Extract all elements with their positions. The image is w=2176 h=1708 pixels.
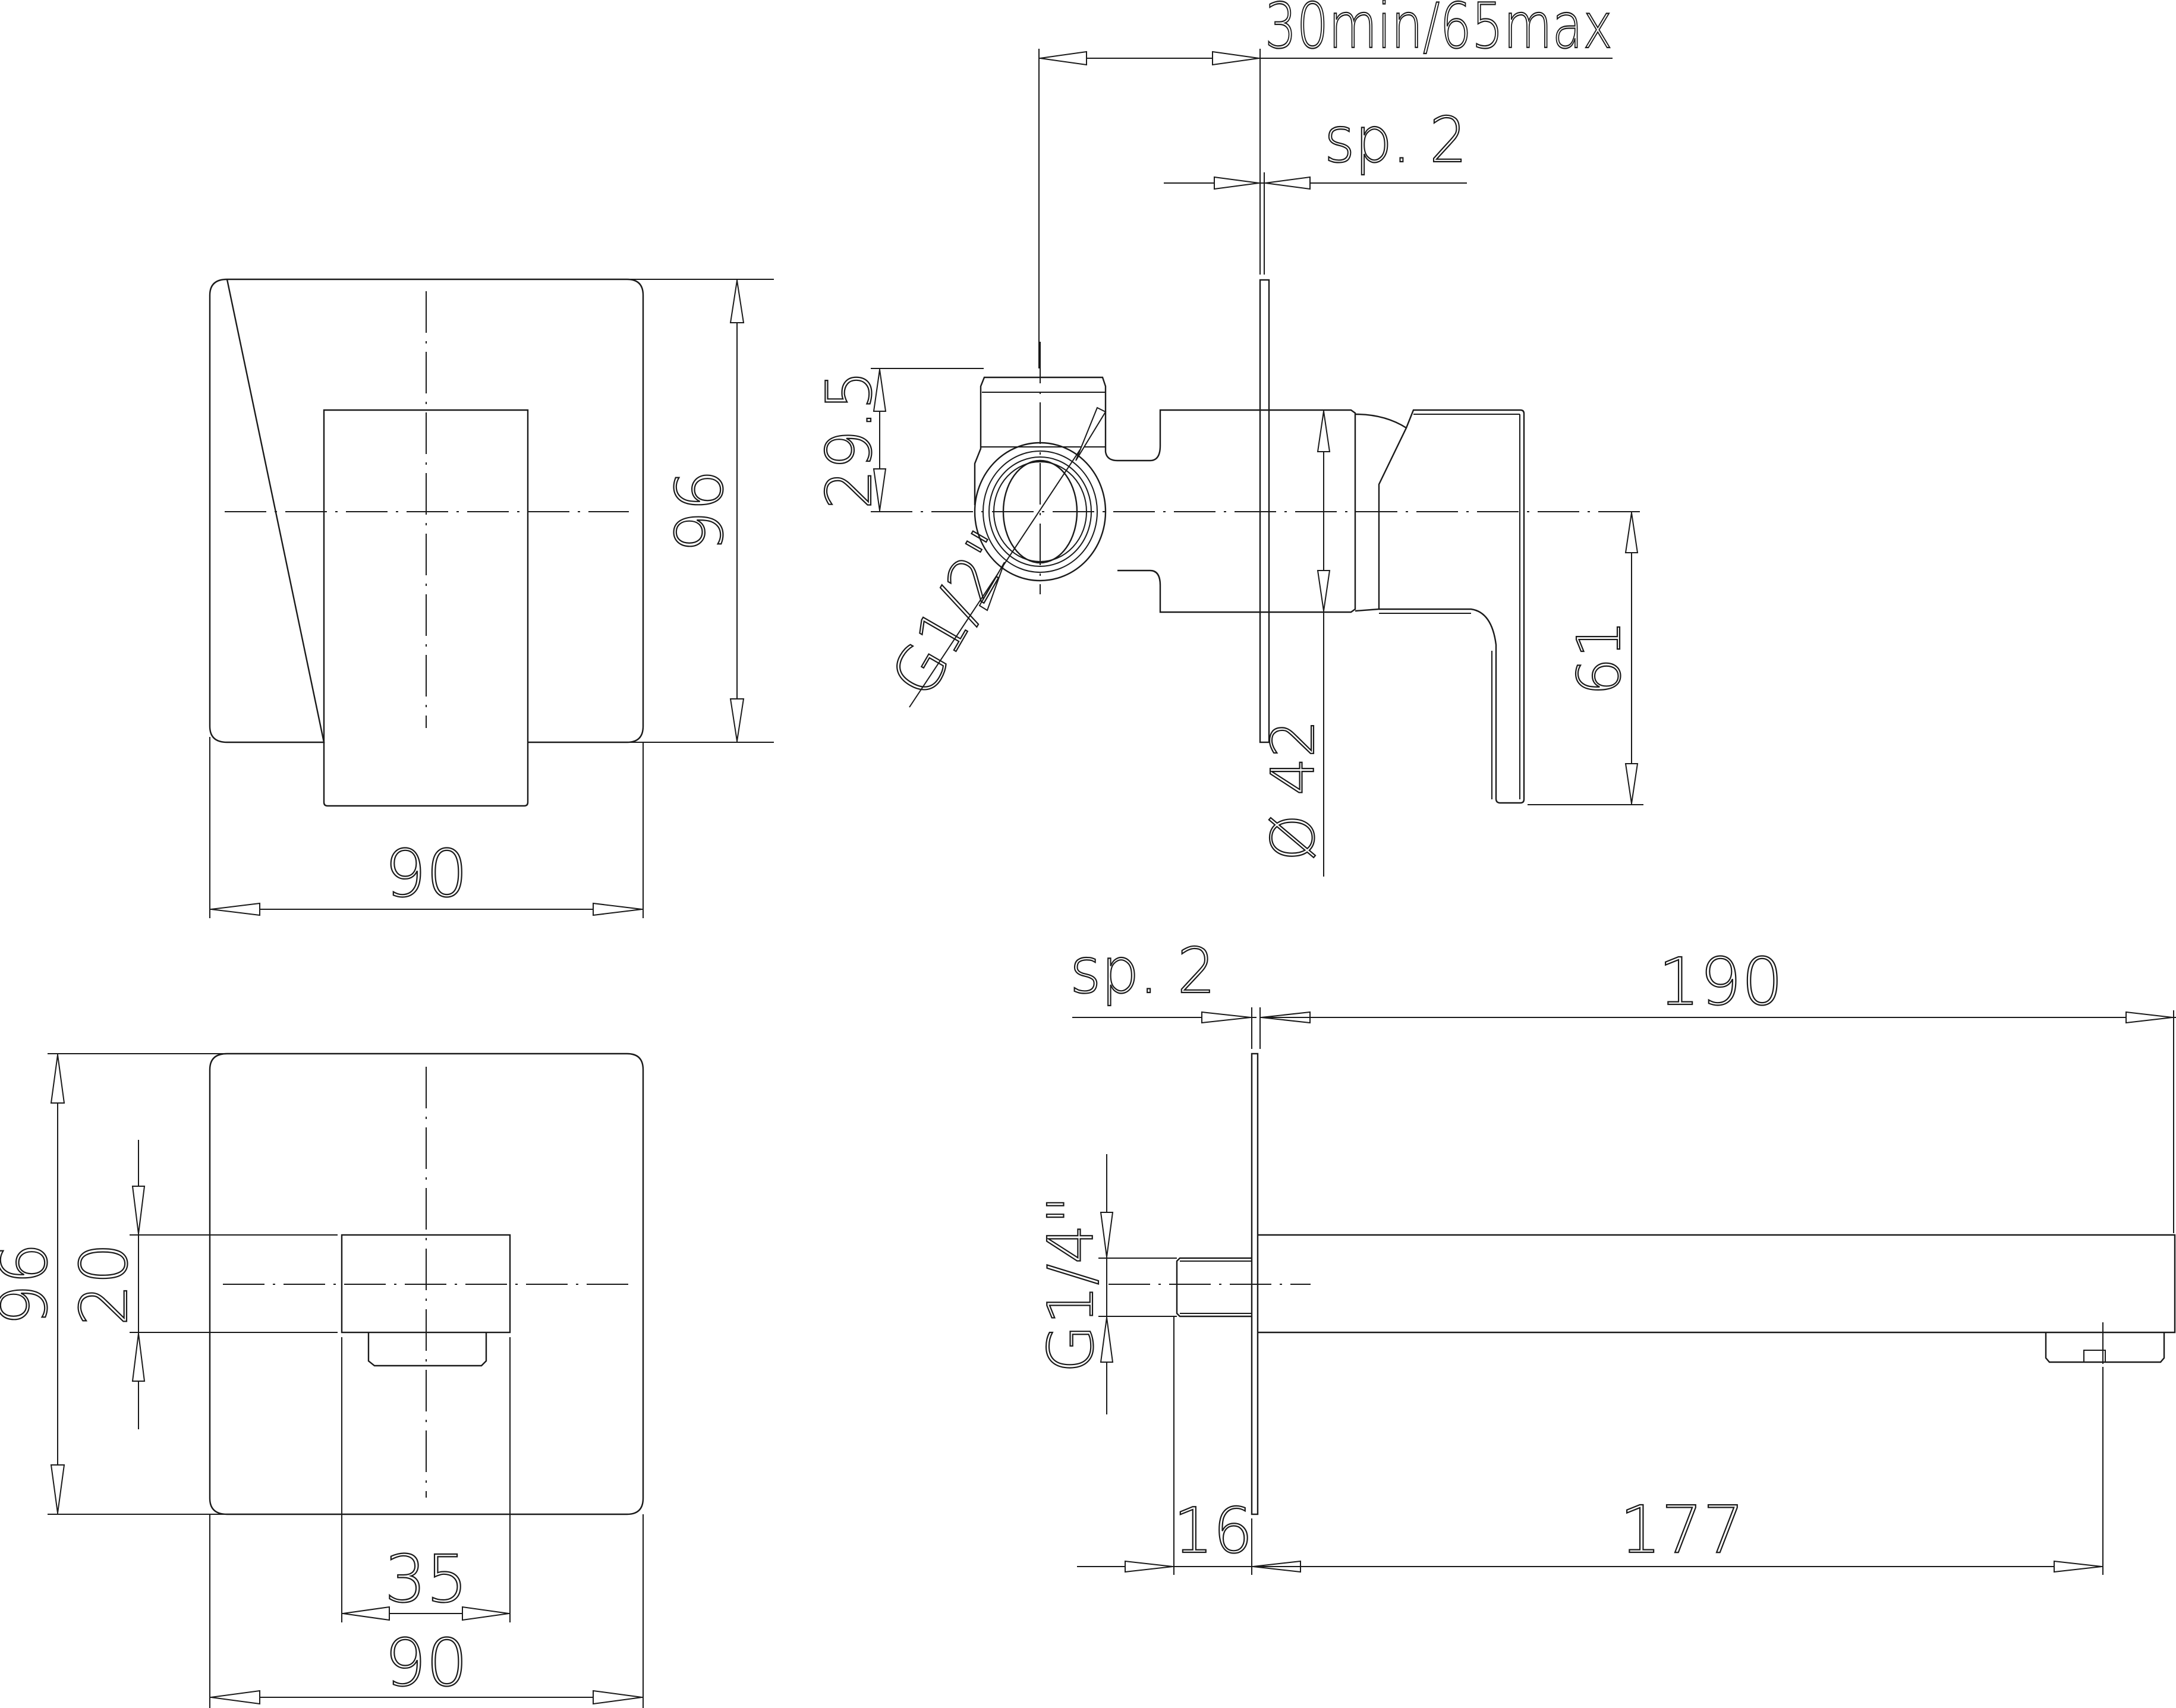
spout-height-label: 20	[66, 1243, 142, 1326]
arrow-right-icon	[1214, 176, 1259, 190]
outlet-distance-label: 177	[1620, 1492, 1744, 1568]
lever-handle-front	[323, 409, 529, 807]
arrow-down-icon	[1100, 1212, 1114, 1258]
arrow-icon	[1075, 406, 1107, 461]
spout-cover-plate-outline	[209, 1052, 644, 1515]
arrow-up-icon	[1317, 411, 1331, 452]
arrow-down-icon	[873, 468, 887, 511]
mixer-front-view: 96 90	[209, 278, 774, 918]
arrow-left-icon	[1265, 176, 1311, 190]
mixer-front-height-label: 96	[662, 469, 738, 553]
arrow-up-icon	[873, 369, 887, 412]
spout-width-label: 35	[385, 1541, 468, 1617]
arrow-right-icon	[1201, 1011, 1251, 1024]
arrow-up-icon	[1100, 1317, 1114, 1363]
arrow-down-icon	[1317, 570, 1331, 612]
spout-thread-connector	[1176, 1257, 1252, 1318]
mixer-front-width-label: 90	[385, 836, 468, 912]
arrow-up-icon	[50, 1054, 65, 1104]
inlet-thread-label: G1/2"	[877, 519, 1029, 709]
inlet-fitting	[974, 376, 1161, 505]
arrow-left-icon	[1040, 51, 1087, 66]
arrow-up-icon	[131, 1333, 146, 1382]
aerator-outlet	[367, 1332, 487, 1367]
arrow-down-icon	[50, 1464, 65, 1514]
lever-neck	[1355, 413, 1407, 612]
arrow-down-icon	[1624, 763, 1639, 804]
arrow-left-icon	[210, 902, 260, 916]
arrow-up-icon	[729, 280, 745, 323]
arrow-right-icon	[593, 1690, 643, 1705]
arrow-right-icon	[1125, 1560, 1173, 1573]
mixer-depth-label: 30min/65max	[1265, 0, 1613, 62]
thread-length-label: 16	[1173, 1495, 1253, 1567]
arrow-right-icon	[462, 1606, 509, 1621]
arrow-right-icon	[2125, 1011, 2173, 1024]
arrow-down-icon	[131, 1186, 146, 1234]
spout-body	[1258, 1234, 2176, 1334]
spout-front-height-label: 96	[0, 1243, 62, 1326]
arrow-right-icon	[1212, 51, 1259, 66]
body-diameter-label: Ø 42	[1258, 720, 1328, 861]
arrow-left-icon	[210, 1690, 260, 1705]
arrow-down-icon	[729, 698, 745, 742]
spout-plate-thickness-label: sp. 2	[1070, 935, 1215, 1007]
arrow-right-icon	[2054, 1560, 2102, 1573]
spout-thread-label: G1/4"	[1035, 1196, 1107, 1373]
mixer-side-view: 30min/65max sp. 2 G1/2" 29.5	[813, 0, 1643, 877]
arrow-up-icon	[1624, 512, 1639, 553]
inlet-offset-label: 29.5	[813, 370, 886, 509]
mixer-plate-thickness-label: sp. 2	[1324, 104, 1467, 177]
arrow-left-icon	[342, 1606, 390, 1621]
lever-handle-side	[1379, 409, 1525, 804]
spout-front-view: 96 20 35 90	[0, 1052, 644, 1708]
cover-plate-outline	[209, 278, 644, 743]
mixer-body	[1159, 409, 1356, 613]
arrow-right-icon	[593, 902, 643, 916]
thread-leader-line	[909, 411, 1106, 708]
spout-front-width-label: 90	[385, 1625, 468, 1701]
spout-side-view: sp. 2 190 G1/4" 16 177	[1034, 934, 2176, 1575]
lever-drop-label: 61	[1564, 620, 1634, 695]
projection-label: 190	[1658, 944, 1783, 1020]
arrow-icon	[978, 562, 1005, 612]
